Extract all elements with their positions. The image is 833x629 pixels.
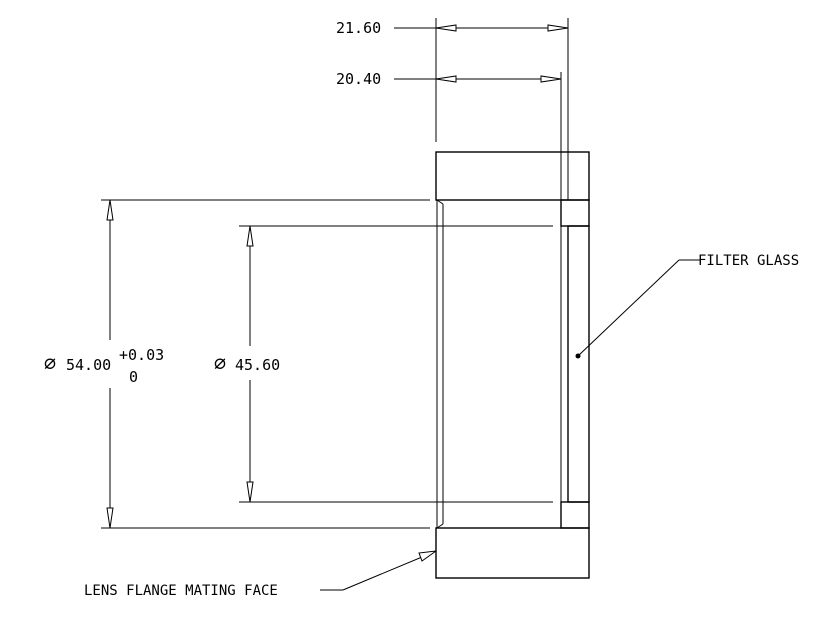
filter-glass-leader xyxy=(577,259,680,357)
arrow-id-bottom xyxy=(246,481,254,503)
hatch-bottom-wall xyxy=(435,527,590,579)
arrow-21-60-left xyxy=(435,24,457,32)
arrow-20-40-right xyxy=(540,75,562,83)
dim-21-60-text: 21.60 xyxy=(336,19,381,37)
hatch-bottom-step xyxy=(560,501,590,529)
depth-dimensions: 21.60 20.40 xyxy=(336,18,569,200)
arrow-21-60-right xyxy=(547,24,569,32)
od-diameter-symbol: ∅ xyxy=(44,351,56,375)
filter-glass xyxy=(560,225,569,503)
filter-glass-callout: FILTER GLASS xyxy=(575,253,799,359)
filter-glass-label: FILTER GLASS xyxy=(698,253,799,269)
dim-20-40-text: 20.40 xyxy=(336,70,381,88)
mating-face-label: LENS FLANGE MATING FACE xyxy=(84,583,278,599)
part-cross-section xyxy=(435,151,590,579)
mating-face-arrow xyxy=(418,550,437,562)
arrow-id-top xyxy=(246,225,254,247)
inner-diameter-dimension: ∅ 45.60 xyxy=(214,225,553,503)
od-tol-lower: 0 xyxy=(129,368,138,386)
id-diameter-symbol: ∅ xyxy=(214,351,226,375)
od-value-text: 54.00 xyxy=(66,356,111,374)
hatch-top-wall xyxy=(435,151,590,201)
hatch-top-step xyxy=(560,199,590,227)
arrow-20-40-left xyxy=(435,75,457,83)
od-tol-upper: +0.03 xyxy=(119,346,164,364)
arrow-od-top xyxy=(106,199,114,221)
mating-face-leader xyxy=(342,551,435,591)
arrow-od-bottom xyxy=(106,507,114,529)
hatch-right-wall xyxy=(567,225,590,503)
mating-face-plate xyxy=(436,199,444,529)
mating-face-callout: LENS FLANGE MATING FACE xyxy=(84,550,437,599)
outer-diameter-dimension: ∅ 54.00 +0.03 0 xyxy=(44,199,430,529)
id-value-text: 45.60 xyxy=(235,356,280,374)
